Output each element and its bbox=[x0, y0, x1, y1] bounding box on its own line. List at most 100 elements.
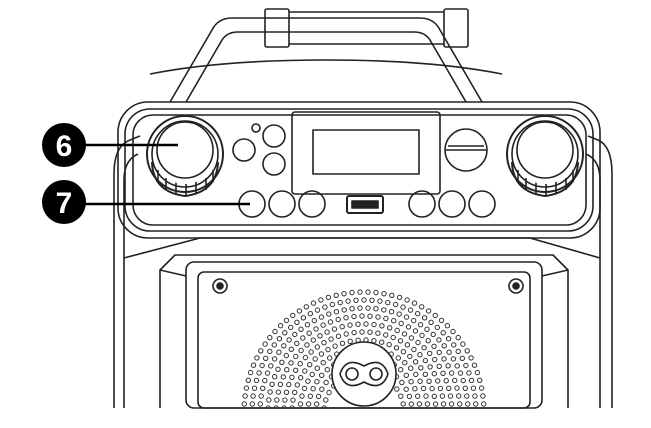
grille-hole bbox=[424, 401, 431, 407]
right-knob[interactable] bbox=[506, 115, 584, 197]
round-button-3[interactable] bbox=[298, 190, 326, 218]
grille-hole bbox=[391, 318, 397, 324]
grille-hole bbox=[411, 300, 418, 306]
grille-hole bbox=[367, 313, 373, 319]
grille-hole bbox=[373, 306, 379, 312]
grille-hole bbox=[280, 374, 286, 380]
grille-hole bbox=[407, 307, 414, 313]
grille-hole bbox=[310, 300, 317, 306]
grille-hole bbox=[413, 371, 419, 378]
grille-hole bbox=[415, 311, 421, 317]
grille-hole bbox=[286, 337, 292, 343]
grille-hole bbox=[325, 346, 331, 353]
grille-hole bbox=[256, 370, 262, 376]
usb-port[interactable] bbox=[346, 195, 384, 214]
grille-hole bbox=[375, 330, 381, 336]
grille-hole bbox=[468, 377, 475, 384]
grille-hole bbox=[305, 378, 311, 384]
carry-handle bbox=[169, 8, 483, 103]
grille-hole bbox=[408, 379, 414, 385]
grille-hole bbox=[383, 315, 389, 322]
grille-hole bbox=[332, 343, 338, 349]
grille-hole bbox=[319, 372, 325, 378]
grille-hole bbox=[307, 393, 313, 399]
round-selector[interactable] bbox=[444, 128, 488, 172]
grille-hole bbox=[455, 334, 461, 341]
grille-hole bbox=[421, 315, 428, 321]
grille-hole bbox=[290, 312, 296, 319]
grille-hole bbox=[281, 405, 287, 408]
grille-hole bbox=[277, 323, 284, 329]
grille-hole bbox=[288, 324, 294, 331]
grille-hole bbox=[367, 329, 373, 335]
grille-hole bbox=[314, 344, 320, 350]
grille-hole bbox=[421, 345, 427, 351]
left-volume-knob[interactable] bbox=[146, 115, 224, 197]
grille-hole bbox=[323, 397, 329, 403]
grille-hole bbox=[322, 304, 328, 310]
grille-hole bbox=[465, 401, 471, 407]
grille-hole bbox=[264, 370, 271, 376]
grille-hole bbox=[394, 327, 400, 334]
grille-hole bbox=[423, 393, 429, 399]
grille-hole bbox=[325, 294, 332, 301]
grille-hole bbox=[477, 377, 483, 383]
grille-hole bbox=[416, 401, 423, 407]
grille-hole bbox=[271, 342, 277, 348]
callout-6-number: 6 bbox=[56, 130, 73, 163]
grille-hole bbox=[298, 375, 304, 381]
grille-hole bbox=[305, 401, 312, 407]
round-button-6[interactable] bbox=[468, 190, 496, 218]
round-button-2[interactable] bbox=[268, 190, 296, 218]
grille-hole bbox=[399, 379, 405, 386]
grille-hole bbox=[468, 355, 474, 361]
grille-hole bbox=[341, 307, 347, 313]
callout-7-number: 7 bbox=[56, 187, 73, 220]
grille-hole bbox=[454, 363, 460, 369]
grille-hole bbox=[393, 345, 400, 351]
grille-hole bbox=[464, 393, 470, 399]
grille-hole bbox=[405, 324, 412, 330]
grille-hole bbox=[436, 337, 442, 343]
grille-hole bbox=[441, 356, 447, 362]
grille-hole bbox=[402, 360, 408, 366]
grille-hole bbox=[415, 339, 421, 346]
grille-hole bbox=[349, 306, 355, 312]
small-button-bottom[interactable] bbox=[262, 152, 286, 176]
grille-hole bbox=[412, 359, 419, 365]
grille-hole bbox=[279, 359, 285, 365]
grille-hole bbox=[404, 342, 411, 348]
small-button-top[interactable] bbox=[262, 124, 286, 148]
grille-hole bbox=[470, 385, 477, 391]
grille-hole bbox=[401, 331, 408, 337]
round-button-4[interactable] bbox=[408, 190, 436, 218]
grille-hole bbox=[371, 321, 377, 328]
grille-hole bbox=[301, 385, 308, 392]
grille-hole bbox=[253, 377, 260, 384]
front-grille-frame bbox=[123, 237, 601, 409]
grille-hole bbox=[436, 363, 442, 369]
grille-hole bbox=[318, 314, 325, 320]
grille-hole bbox=[314, 307, 321, 313]
grille-hole bbox=[300, 335, 306, 341]
grille-hole bbox=[293, 367, 299, 373]
grille-hole bbox=[381, 291, 387, 297]
grille-hole bbox=[329, 301, 336, 308]
grille-hole bbox=[304, 322, 311, 328]
grille-hole bbox=[454, 385, 460, 391]
grille-hole bbox=[359, 313, 365, 319]
grille-hole bbox=[450, 356, 457, 362]
grille-hole bbox=[431, 343, 437, 349]
grille-hole bbox=[400, 401, 406, 407]
grille-hole bbox=[447, 393, 454, 399]
small-button-left[interactable] bbox=[232, 138, 256, 162]
grille-hole bbox=[389, 292, 395, 298]
grille-hole bbox=[387, 325, 393, 331]
grille-hole bbox=[333, 292, 339, 298]
grille-hole bbox=[424, 326, 430, 332]
grille-hole bbox=[431, 371, 437, 377]
round-button-5[interactable] bbox=[438, 190, 466, 218]
grille-hole bbox=[457, 370, 464, 376]
grille-hole bbox=[294, 319, 300, 325]
grille-hole bbox=[277, 381, 284, 388]
